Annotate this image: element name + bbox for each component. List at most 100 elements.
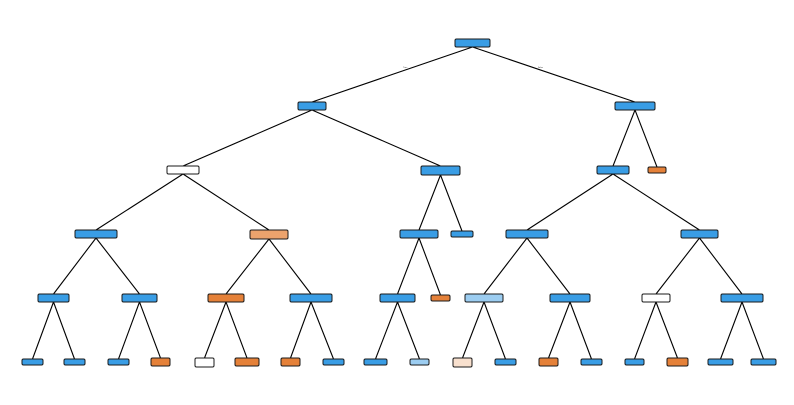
leaf-node bbox=[107, 358, 130, 366]
decision-node bbox=[399, 229, 439, 239]
node-box bbox=[596, 165, 630, 175]
decision-node bbox=[596, 165, 630, 175]
leaf-node bbox=[450, 230, 474, 238]
node-box bbox=[234, 357, 260, 367]
decision-node bbox=[454, 38, 491, 48]
tree-edge bbox=[138, 301, 162, 359]
node-box bbox=[297, 101, 327, 111]
tree-edge bbox=[52, 301, 76, 360]
tree-edge bbox=[741, 301, 765, 360]
tree-edge bbox=[719, 301, 743, 360]
node-box bbox=[430, 294, 451, 302]
decision-node bbox=[549, 293, 591, 303]
node-box bbox=[505, 229, 549, 239]
node-box bbox=[74, 229, 118, 239]
decision-node bbox=[641, 293, 671, 303]
tree-edge bbox=[418, 237, 442, 296]
node-box bbox=[322, 358, 345, 366]
decision-node bbox=[289, 293, 333, 303]
node-box bbox=[720, 293, 764, 303]
tree-edge bbox=[418, 174, 442, 231]
decision-node bbox=[614, 101, 656, 111]
leaf-node bbox=[150, 357, 171, 367]
node-box bbox=[121, 293, 158, 303]
leaf-node bbox=[430, 294, 451, 302]
node-box bbox=[464, 293, 504, 303]
tree-edge bbox=[31, 301, 55, 360]
decision-node bbox=[249, 229, 289, 240]
node-box bbox=[166, 165, 200, 175]
tree-edge bbox=[569, 301, 593, 360]
decision-node bbox=[464, 293, 504, 303]
decision-node bbox=[680, 229, 719, 239]
node-box bbox=[707, 358, 734, 366]
tree-edge bbox=[526, 237, 571, 295]
tree-edge bbox=[461, 301, 485, 359]
tree-edge bbox=[182, 173, 270, 231]
tree-edge bbox=[182, 109, 313, 167]
edge-label-true: True bbox=[403, 66, 408, 69]
tree-edge-labels: True False bbox=[403, 66, 544, 69]
node-box bbox=[399, 229, 439, 239]
tree-edge bbox=[547, 301, 571, 359]
tree-edge bbox=[612, 109, 636, 167]
tree-edge bbox=[483, 237, 528, 295]
node-box bbox=[452, 357, 473, 368]
decision-node bbox=[505, 229, 549, 239]
decision-node bbox=[720, 293, 764, 303]
node-box bbox=[680, 229, 719, 239]
tree-edge bbox=[95, 173, 184, 231]
leaf-node bbox=[322, 358, 345, 366]
leaf-node bbox=[494, 358, 517, 366]
decision-node bbox=[74, 229, 118, 239]
decision-node bbox=[37, 293, 70, 303]
node-box bbox=[150, 357, 171, 367]
decision-node bbox=[207, 293, 245, 303]
node-box bbox=[107, 358, 130, 366]
tree-edge bbox=[526, 173, 614, 231]
node-box bbox=[647, 166, 667, 174]
leaf-node bbox=[624, 358, 645, 366]
tree-edge bbox=[374, 301, 399, 360]
decision-node bbox=[297, 101, 327, 111]
leaf-node bbox=[452, 357, 473, 368]
node-box bbox=[289, 293, 333, 303]
edge-label-false: False bbox=[538, 67, 544, 69]
tree-nodes bbox=[21, 38, 777, 368]
tree-edge bbox=[483, 301, 507, 360]
tree-edge bbox=[311, 46, 473, 103]
tree-edge bbox=[655, 301, 679, 359]
leaf-node bbox=[538, 357, 559, 367]
node-box bbox=[750, 358, 777, 366]
leaf-node bbox=[21, 358, 44, 366]
tree-edges bbox=[31, 46, 765, 360]
node-box bbox=[538, 357, 559, 367]
tree-edge bbox=[95, 237, 140, 295]
tree-edge bbox=[203, 301, 227, 359]
tree-edge bbox=[225, 301, 248, 359]
tree-edge bbox=[396, 301, 421, 360]
leaf-node bbox=[363, 358, 388, 366]
decision-node bbox=[420, 165, 461, 176]
tree-edge bbox=[117, 301, 141, 360]
tree-edge bbox=[53, 237, 97, 295]
decision-node bbox=[166, 165, 200, 175]
leaf-node bbox=[63, 358, 86, 366]
node-box bbox=[549, 293, 591, 303]
tree-edge bbox=[655, 237, 700, 295]
node-box bbox=[194, 357, 215, 368]
node-box bbox=[379, 293, 416, 303]
node-box bbox=[21, 358, 44, 366]
node-box bbox=[280, 357, 301, 367]
node-box bbox=[409, 358, 430, 366]
node-box bbox=[450, 230, 474, 238]
tree-edge bbox=[634, 109, 658, 168]
tree-edge bbox=[439, 174, 463, 232]
leaf-node bbox=[280, 357, 301, 367]
node-box bbox=[641, 293, 671, 303]
node-box bbox=[249, 229, 289, 240]
node-box bbox=[37, 293, 70, 303]
node-box bbox=[207, 293, 245, 303]
node-box bbox=[666, 357, 689, 367]
